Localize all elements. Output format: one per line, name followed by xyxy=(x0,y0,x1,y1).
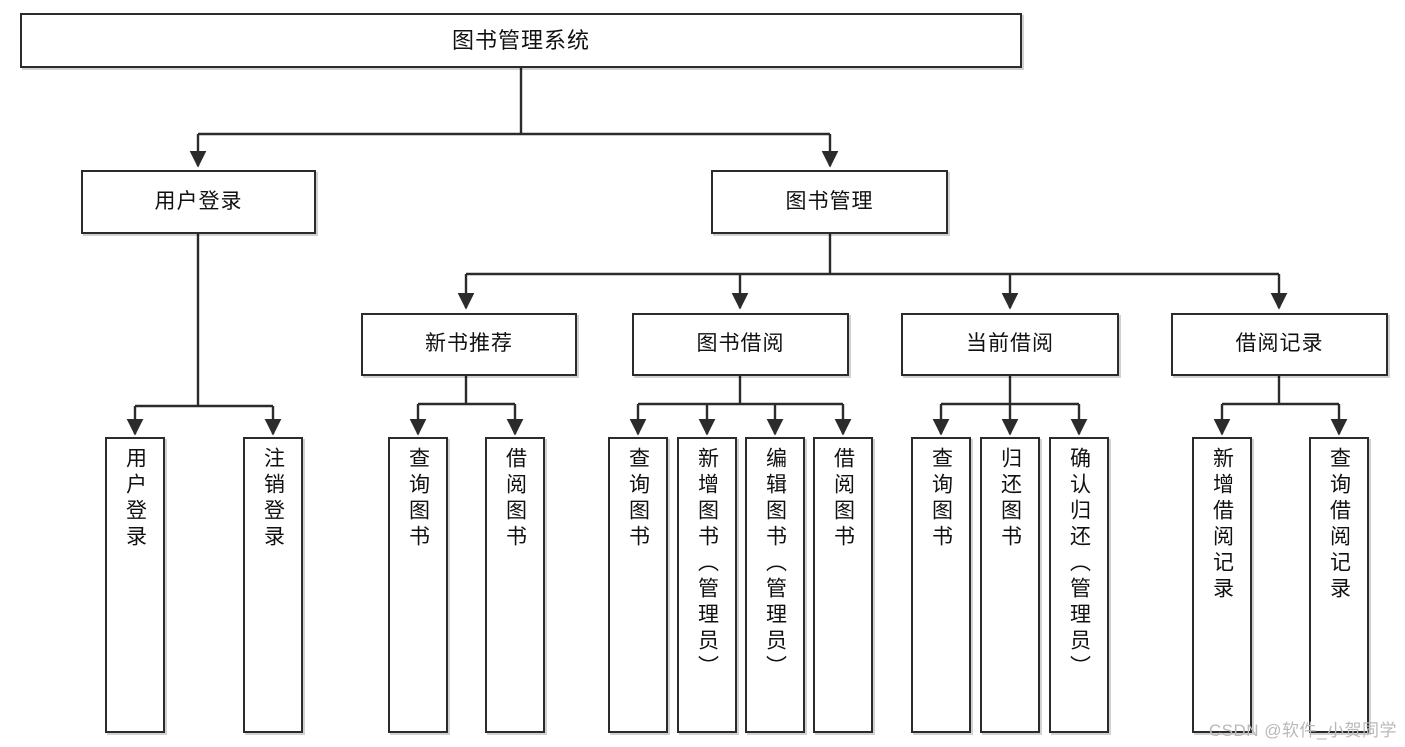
node-label: 用户登录 xyxy=(123,447,147,551)
leaf-current-query-book[interactable]: 查询图书 xyxy=(911,437,971,733)
leaf-recommend-borrow-book[interactable]: 借阅图书 xyxy=(485,437,545,733)
node-borrow-record[interactable]: 借阅记录 xyxy=(1171,313,1388,376)
leaf-borrow-borrow-book[interactable]: 借阅图书 xyxy=(813,437,873,733)
leaf-current-confirm-return-admin[interactable]: 确认归还（管理员） xyxy=(1049,437,1109,733)
node-book-borrow[interactable]: 图书借阅 xyxy=(632,313,849,376)
node-label: 查询图书 xyxy=(626,447,650,551)
node-label: 用户登录 xyxy=(154,189,243,213)
node-label: 查询借阅记录 xyxy=(1327,447,1351,603)
leaf-borrow-edit-book-admin[interactable]: 编辑图书（管理员） xyxy=(745,437,805,733)
node-label: 新书推荐 xyxy=(425,332,513,356)
node-label: 当前借阅 xyxy=(966,332,1054,356)
node-label: 图书借阅 xyxy=(696,332,785,356)
leaf-borrow-add-book-admin[interactable]: 新增图书（管理员） xyxy=(677,437,737,733)
node-label: 新增借阅记录 xyxy=(1210,447,1234,603)
node-label: 图书管理系统 xyxy=(451,27,590,53)
leaf-borrow-query-book[interactable]: 查询图书 xyxy=(608,437,668,733)
node-label: 借阅图书 xyxy=(503,447,527,551)
node-user-login[interactable]: 用户登录 xyxy=(81,170,316,234)
node-label: 确认归还（管理员） xyxy=(1067,447,1091,681)
leaf-record-query-record[interactable]: 查询借阅记录 xyxy=(1309,437,1369,733)
node-label: 编辑图书（管理员） xyxy=(763,447,787,681)
node-label: 归还图书 xyxy=(998,447,1022,551)
node-new-book-recommend[interactable]: 新书推荐 xyxy=(361,313,577,376)
leaf-user-login-signin[interactable]: 用户登录 xyxy=(105,437,165,733)
node-label: 新增图书（管理员） xyxy=(695,447,719,681)
node-root-system[interactable]: 图书管理系统 xyxy=(20,13,1022,68)
node-label: 查询图书 xyxy=(406,447,430,551)
node-label: 注销登录 xyxy=(261,447,285,551)
node-book-management[interactable]: 图书管理 xyxy=(711,170,948,234)
watermark-text: CSDN @软件_小贺同学 xyxy=(1208,721,1397,740)
node-label: 图书管理 xyxy=(785,189,874,213)
leaf-user-login-signout[interactable]: 注销登录 xyxy=(243,437,303,733)
node-label: 查询图书 xyxy=(929,447,953,551)
leaf-current-return-book[interactable]: 归还图书 xyxy=(980,437,1040,733)
node-label: 借阅记录 xyxy=(1235,332,1324,356)
node-label: 借阅图书 xyxy=(831,447,855,551)
leaf-record-add-record[interactable]: 新增借阅记录 xyxy=(1192,437,1252,733)
node-current-borrow[interactable]: 当前借阅 xyxy=(901,313,1119,376)
leaf-recommend-query-book[interactable]: 查询图书 xyxy=(388,437,448,733)
